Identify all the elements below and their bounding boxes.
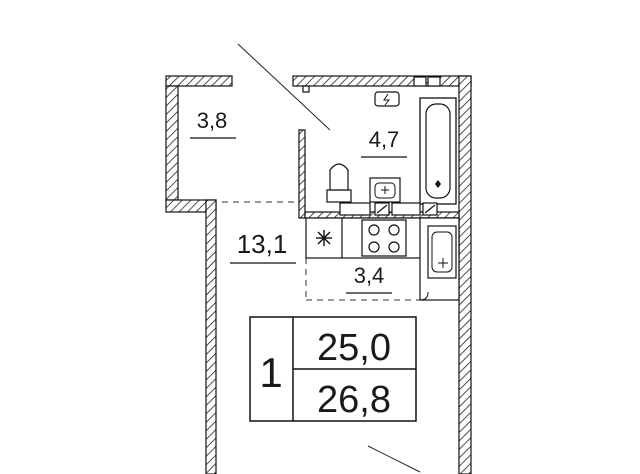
sink-icon [427, 225, 457, 279]
vent-icon [302, 85, 310, 93]
balcony-left-wall [165, 85, 179, 201]
right-wall [458, 75, 472, 474]
wall-details [302, 76, 441, 93]
stove-icon [361, 219, 407, 257]
bathroom-sink-icon [369, 177, 401, 203]
balcony-area-label: 3,8 [197, 108, 228, 133]
bathroom-area-label: 4,7 [369, 127, 400, 152]
cabinet-strip [339, 202, 438, 216]
area-summary-box: 1 25,0 26,8 [249, 316, 417, 422]
balcony-top-wall [165, 75, 233, 87]
living-total-label: 25,0 [317, 327, 391, 369]
zone-dividers [222, 201, 428, 301]
total-area-label: 26,8 [317, 379, 391, 421]
toilet-icon [326, 163, 352, 203]
bathtub-icon [419, 97, 457, 205]
top-wall [292, 75, 472, 87]
kitchen-area-label: 3,4 [354, 263, 385, 288]
room-count-label: 1 [259, 349, 282, 396]
door-line [237, 43, 331, 131]
door-line-bottom [367, 445, 421, 473]
electrical-panel-icon [374, 91, 400, 107]
bathroom-partition-wall [298, 129, 306, 219]
left-wall [205, 199, 217, 474]
snowflake-icon [316, 230, 332, 246]
living-area-label: 13,1 [237, 229, 288, 259]
